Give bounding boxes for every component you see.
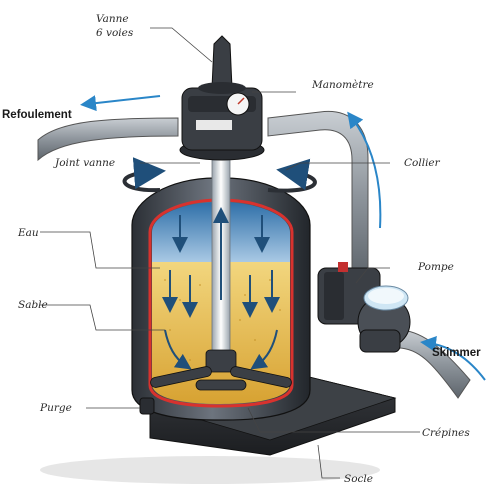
label-socle: Socle	[344, 473, 373, 485]
label-vanne-line1: Vanne	[96, 13, 129, 25]
skimmer-pipe	[397, 329, 471, 399]
outlet-pipe	[37, 117, 179, 162]
pump-flow-arrow	[347, 111, 382, 229]
label-vanne-line2: 6 voies	[96, 27, 134, 39]
pump	[317, 262, 411, 353]
label-refoulement: Refoulement	[2, 109, 72, 121]
flow-arrows	[162, 207, 280, 370]
skimmer-flow-arrow	[420, 336, 486, 381]
laterals-crepines	[150, 349, 292, 391]
leader-lines	[40, 27, 420, 479]
label-purge: Purge	[39, 402, 72, 414]
label-pompe: Pompe	[417, 261, 454, 273]
rotate-arrow-right	[267, 158, 317, 193]
label-eau: Eau	[17, 227, 39, 239]
label-collier: Collier	[404, 157, 441, 169]
label-manometre: Manomètre	[311, 79, 374, 91]
six-way-valve	[179, 35, 265, 161]
rotate-arrow-left	[122, 157, 166, 193]
label-joint-vanne: Joint vanne	[53, 157, 115, 169]
outflow-arrow	[80, 95, 161, 112]
label-crepines: Crépines	[422, 427, 470, 439]
inner-wall	[148, 198, 294, 408]
purge-plug	[139, 397, 155, 415]
floor-shadow	[40, 456, 380, 484]
label-sable: Sable	[18, 299, 48, 311]
label-skimmer: Skimmer	[432, 347, 481, 359]
